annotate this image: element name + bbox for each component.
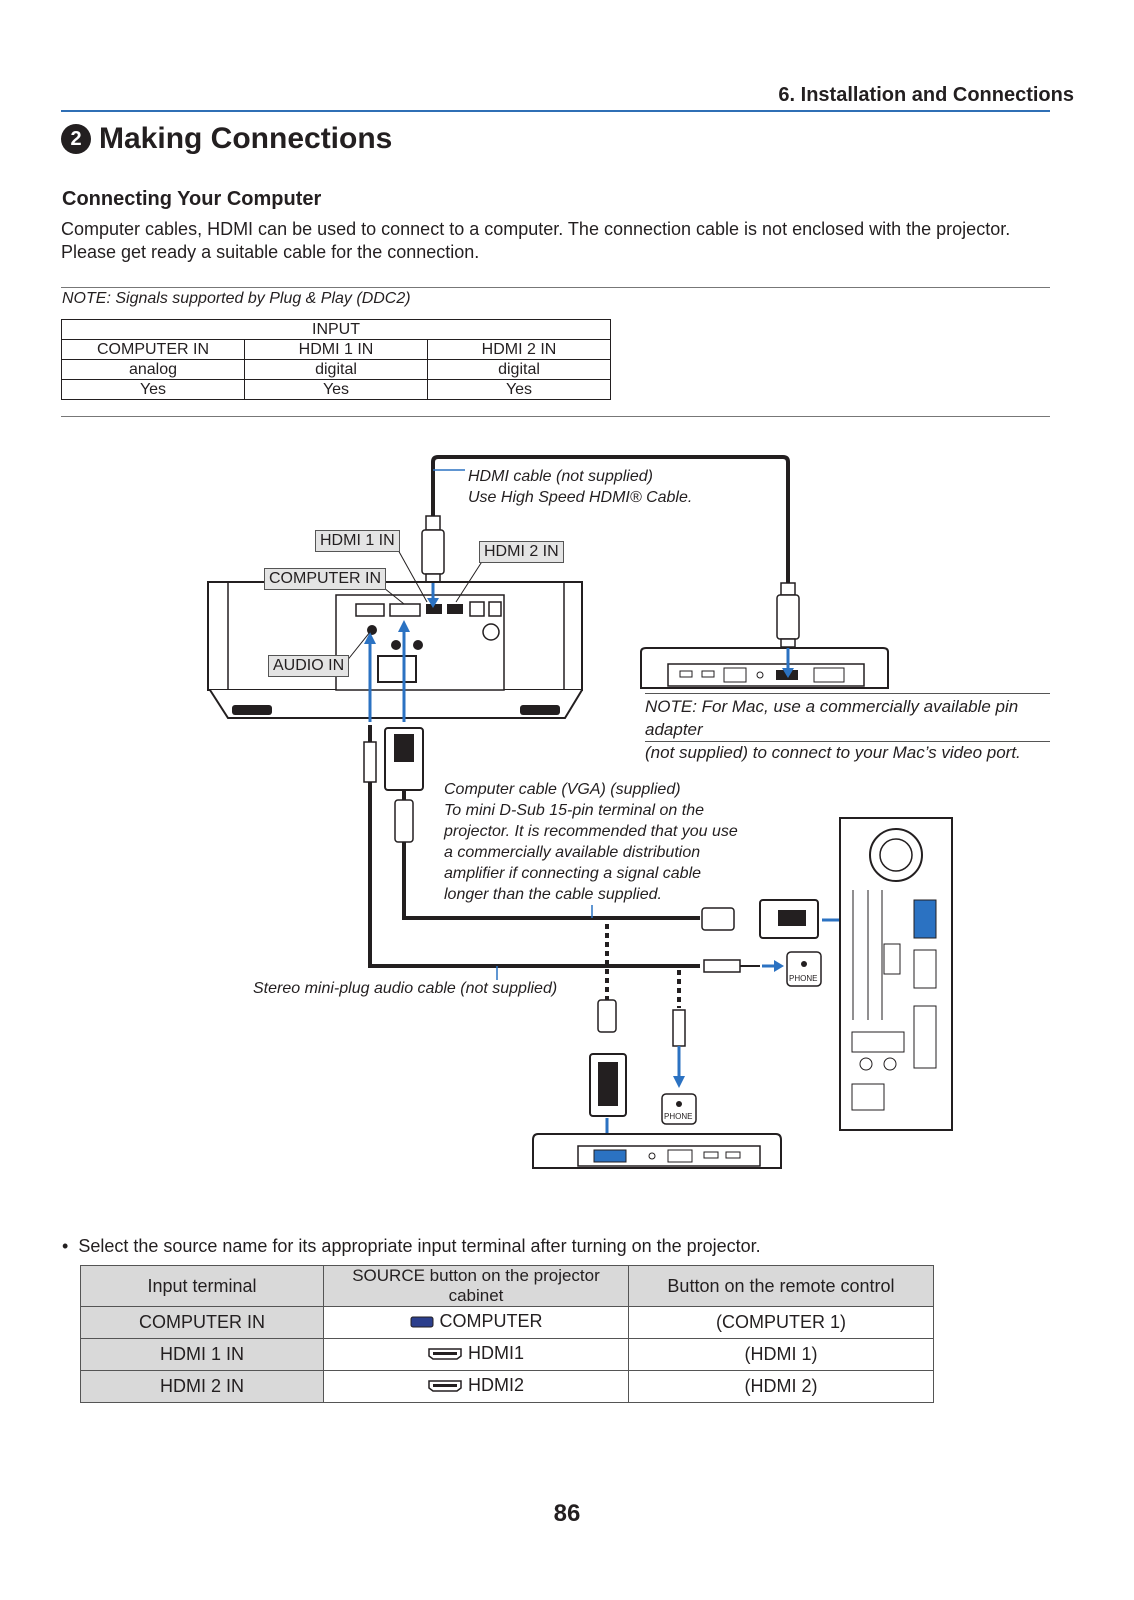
header-rule xyxy=(61,110,1050,112)
mac-note-rule xyxy=(645,741,1050,742)
projector xyxy=(207,581,583,719)
label-hdmi1-in: HDMI 1 IN xyxy=(315,530,400,552)
audio-plug-pc xyxy=(703,951,822,987)
vga-plug-projector xyxy=(384,727,424,843)
section-title-text: Making Connections xyxy=(99,122,393,155)
source-table-header: Button on the remote control xyxy=(628,1265,934,1307)
laptop-top xyxy=(640,647,889,689)
vga-icon xyxy=(410,1316,433,1328)
intro-line-2: Please get ready a suitable cable for th… xyxy=(61,242,480,262)
audio-cable-caption: Stereo mini-plug audio cable (not suppli… xyxy=(253,980,558,997)
hdmi-plug-laptop xyxy=(776,582,800,648)
vga-caption-line: longer than the cable supplied. xyxy=(444,886,662,903)
instruction-bullet: • Select the source name for its appropr… xyxy=(62,1236,761,1257)
terminal-cell: HDMI 2 IN xyxy=(80,1370,324,1403)
vga-caption-line: To mini D-Sub 15-pin terminal on the xyxy=(444,802,704,819)
hdmi-cable xyxy=(431,455,790,590)
audio-plug-projector xyxy=(363,727,377,783)
section-title: 2 Making Connections xyxy=(61,122,392,156)
bullet-text: Select the source name for its appropria… xyxy=(78,1236,761,1256)
ddc-cell: Yes xyxy=(61,379,245,400)
ddc-cell: analog xyxy=(61,359,245,380)
vga-cable-caption: Computer cable (VGA) (supplied) To mini … xyxy=(444,779,738,905)
ddc-cell: digital xyxy=(244,359,428,380)
terminal-cell: HDMI 1 IN xyxy=(80,1338,324,1371)
source-name: HDMI2 xyxy=(467,1375,524,1396)
label-audio-in: AUDIO IN xyxy=(268,655,350,677)
ddc-col: COMPUTER IN xyxy=(61,339,245,360)
section-number-badge: 2 xyxy=(61,124,91,154)
label-hdmi2-in: HDMI 2 IN xyxy=(479,541,564,563)
ddc-cell: digital xyxy=(427,359,611,380)
phone-label-laptop: PHONE xyxy=(664,1112,693,1121)
source-table-header: Input terminal xyxy=(80,1265,324,1307)
source-table-header: SOURCE button on the projector cabinet xyxy=(323,1265,629,1307)
ddc-table: INPUT COMPUTER IN HDMI 1 IN HDMI 2 IN an… xyxy=(61,319,611,400)
projector-arrows xyxy=(364,583,439,722)
vga-caption-line: a commercially available distribution xyxy=(444,844,701,861)
source-cell: HDMI1 xyxy=(323,1338,629,1371)
connection-diagram xyxy=(207,455,953,1169)
vga-caption-line: Computer cable (VGA) (supplied) xyxy=(444,781,681,798)
vga-caption-line: amplifier if connecting a signal cable xyxy=(444,865,702,882)
divider xyxy=(61,287,1050,288)
remote-cell: (COMPUTER 1) xyxy=(628,1306,934,1339)
hdmi-icon xyxy=(428,1380,462,1392)
remote-cell: (HDMI 1) xyxy=(628,1338,934,1371)
label-computer-in: COMPUTER IN xyxy=(264,568,386,590)
divider xyxy=(61,416,1050,417)
phone-label-pc: PHONE xyxy=(789,974,818,983)
mac-note-line: NOTE: For Mac, use a commercially availa… xyxy=(645,697,1019,739)
ddc-table-header: INPUT xyxy=(61,319,611,340)
ddc-cell: Yes xyxy=(244,379,428,400)
ddc-col: HDMI 2 IN xyxy=(427,339,611,360)
remote-cell: (HDMI 2) xyxy=(628,1370,934,1403)
hdmi-plug-projector xyxy=(421,515,445,583)
mac-note-line: (not supplied) to connect to your Mac’s … xyxy=(645,743,1021,762)
source-cell: COMPUTER xyxy=(323,1306,629,1339)
laptop-bottom xyxy=(532,1133,782,1169)
mac-note: NOTE: For Mac, use a commercially availa… xyxy=(645,695,1050,764)
hdmi-icon xyxy=(428,1348,462,1360)
hdmi-cable-caption-line: Use High Speed HDMI® Cable. xyxy=(468,489,693,506)
ddc-col: HDMI 1 IN xyxy=(244,339,428,360)
source-table: Input terminal SOURCE button on the proj… xyxy=(80,1265,934,1403)
ddc-cell: Yes xyxy=(427,379,611,400)
mac-note-rule xyxy=(645,693,1050,694)
intro-text: Computer cables, HDMI can be used to con… xyxy=(61,218,1061,264)
bullet-dot: • xyxy=(62,1236,79,1256)
vga-caption-line: projector. It is recommended that you us… xyxy=(444,823,738,840)
source-name: HDMI1 xyxy=(467,1343,524,1364)
audio-plug-laptop-bottom xyxy=(661,1009,697,1125)
chapter-heading: 6. Installation and Connections xyxy=(778,84,1074,106)
terminal-cell: COMPUTER IN xyxy=(80,1306,324,1339)
desktop-pc xyxy=(839,817,953,1131)
hdmi-cable-caption: HDMI cable (not supplied) Use High Speed… xyxy=(468,466,692,508)
source-name: COMPUTER xyxy=(439,1311,543,1332)
source-cell: HDMI2 xyxy=(323,1370,629,1403)
hdmi-cable-caption-line: HDMI cable (not supplied) xyxy=(468,468,653,485)
ddc-note: NOTE: Signals supported by Plug & Play (… xyxy=(62,290,411,307)
vga-plug-laptop-bottom xyxy=(589,999,627,1154)
intro-line-1: Computer cables, HDMI can be used to con… xyxy=(61,219,1011,239)
page-number: 86 xyxy=(553,1500,581,1527)
subsection-title: Connecting Your Computer xyxy=(62,188,322,210)
audio-cable xyxy=(368,725,700,968)
